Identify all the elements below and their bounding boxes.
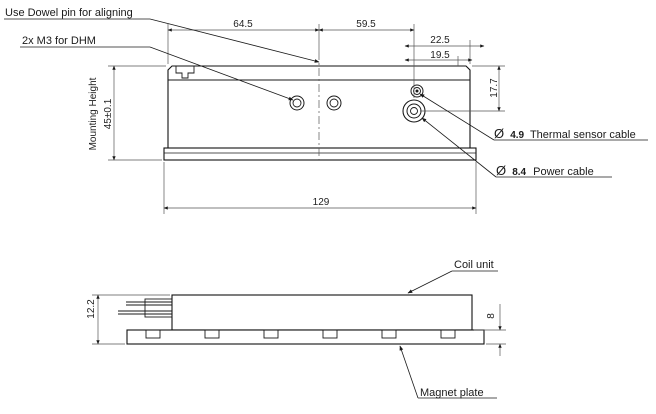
dim-22-5-text: 22.5: [430, 35, 450, 46]
dim-129: [163, 162, 477, 214]
dim-59-5-text: 59.5: [356, 19, 376, 30]
dowel-pin-label: Use Dowel pin for aligning: [5, 7, 133, 19]
dim-17-7: [420, 65, 505, 112]
side-view-cables: [118, 298, 173, 318]
coil-unit-leader: [407, 270, 453, 294]
m3-leader: [149, 46, 294, 101]
diameter-symbol-thermal: Ø: [494, 126, 504, 141]
thermal-sensor-cable-gland: [410, 84, 424, 98]
side-view: [92, 270, 506, 399]
thermal-cable-text: Thermal sensor cable: [530, 129, 636, 141]
dim-17-7-text: 17.7: [489, 78, 500, 98]
top-view: [4, 18, 648, 214]
m3-holes-label: 2x M3 for DHM: [22, 35, 96, 47]
dim-12-2-text: 12.2: [86, 299, 97, 319]
top-view-flange: [163, 147, 477, 161]
power-cable-label: Ø 8.4 Power cable: [496, 163, 594, 178]
magnet-plate-leader: [399, 345, 419, 399]
dim-mounting-height: [108, 65, 166, 161]
dowel-leader: [149, 18, 320, 63]
thermal-leader: [419, 93, 495, 141]
top-view-notch: [175, 66, 195, 79]
thermal-cable-diameter: 4.9: [510, 130, 524, 141]
dim-12-2: [92, 294, 170, 345]
dim-19-5: [404, 56, 473, 66]
coil-unit-label: Coil unit: [454, 259, 494, 271]
side-view-pads: [145, 329, 456, 339]
dim-8-text: 8: [486, 313, 497, 319]
mounting-height-value: 45±0.1: [103, 98, 114, 129]
dim-19-5-text: 19.5: [430, 50, 450, 61]
power-leader: [421, 117, 497, 178]
mounting-height-label: Mounting Height: [88, 77, 99, 150]
thermal-cable-label: Ø 4.9 Thermal sensor cable: [494, 126, 636, 141]
m3-hole-left: [289, 95, 305, 111]
power-cable-text: Power cable: [533, 166, 594, 178]
magnet-plate-body: [126, 329, 485, 345]
dim-64-5: [167, 24, 320, 64]
coil-unit-body: [171, 294, 473, 331]
power-cable-diameter: 8.4: [512, 167, 526, 178]
magnet-plate-label: Magnet plate: [420, 387, 484, 399]
dim-129-text: 129: [313, 197, 330, 208]
dim-8: [474, 304, 506, 356]
m3-hole-right: [326, 95, 342, 111]
diameter-symbol-power: Ø: [496, 163, 506, 178]
dim-64-5-text: 64.5: [233, 19, 253, 30]
